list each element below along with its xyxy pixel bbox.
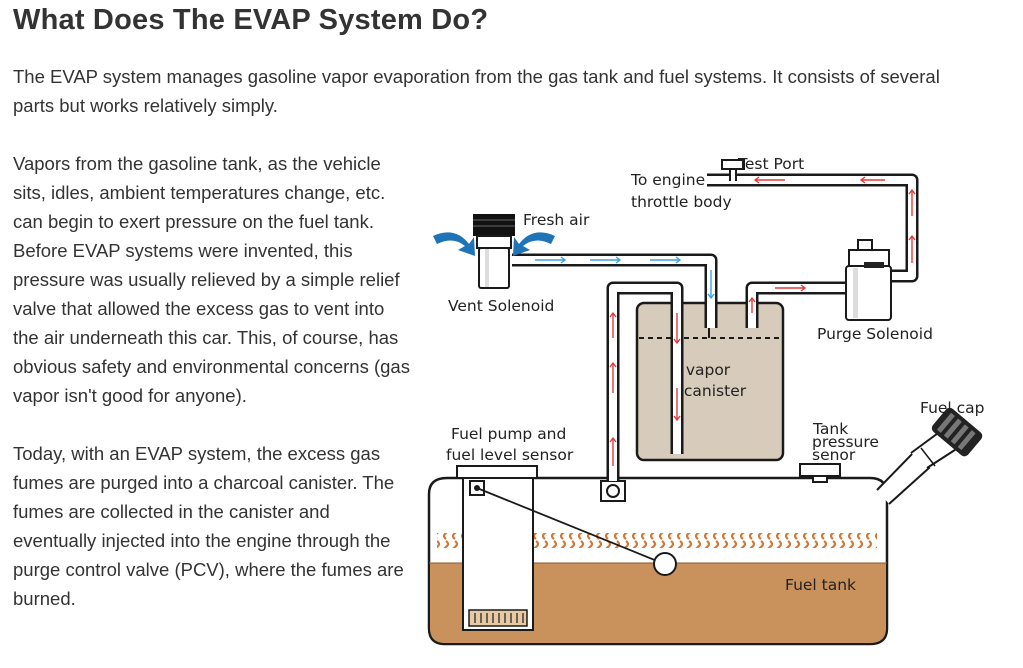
vapor-waves bbox=[437, 533, 877, 548]
evap-diagram: Test Port To engine throttle body Fresh … bbox=[415, 148, 1015, 653]
fresh-air-arrows bbox=[433, 232, 555, 256]
label-fuel-cap: Fuel cap bbox=[920, 399, 985, 417]
label-to-engine-1: To engine bbox=[630, 171, 705, 189]
page-title: What Does The EVAP System Do? bbox=[13, 4, 489, 36]
purge-solenoid bbox=[845, 239, 892, 321]
paragraph-today: Today, with an EVAP system, the excess g… bbox=[13, 443, 404, 609]
flow-arrows bbox=[535, 176, 916, 466]
tank-pressure-sensor bbox=[799, 463, 841, 483]
label-canister: canister bbox=[684, 382, 747, 400]
label-fuel-pump-2: fuel level sensor bbox=[446, 446, 574, 464]
evap-diagram-svg: Test Port To engine throttle body Fresh … bbox=[427, 155, 985, 646]
label-vent-solenoid: Vent Solenoid bbox=[448, 297, 554, 315]
label-fuel-tank: Fuel tank bbox=[785, 576, 856, 594]
label-fuel-pump-1: Fuel pump and bbox=[451, 425, 566, 443]
label-fresh-air: Fresh air bbox=[523, 211, 590, 229]
label-pressure: pressure bbox=[812, 433, 879, 451]
fuel-tank bbox=[427, 463, 889, 646]
vapor-lines bbox=[512, 170, 919, 481]
label-to-engine-2: throttle body bbox=[631, 193, 732, 211]
diagram-labels: Test Port To engine throttle body Fresh … bbox=[446, 155, 985, 594]
intro-paragraph: The EVAP system manages gasoline vapor e… bbox=[13, 66, 940, 116]
label-senor: senor bbox=[812, 446, 856, 464]
vent-solenoid bbox=[473, 214, 515, 289]
test-port bbox=[721, 159, 745, 170]
fuel-cap-icon bbox=[931, 407, 983, 457]
label-purge-solenoid: Purge Solenoid bbox=[817, 325, 933, 343]
fuel-pump-module bbox=[456, 465, 677, 631]
body-column: Vapors from the gasoline tank, as the ve… bbox=[13, 149, 413, 642]
label-vapor: vapor bbox=[686, 361, 731, 379]
float-ball bbox=[653, 552, 677, 576]
label-test-port: Test Port bbox=[737, 155, 804, 173]
label-tank: Tank bbox=[812, 420, 848, 438]
paragraph-vapors: Vapors from the gasoline tank, as the ve… bbox=[13, 153, 410, 406]
